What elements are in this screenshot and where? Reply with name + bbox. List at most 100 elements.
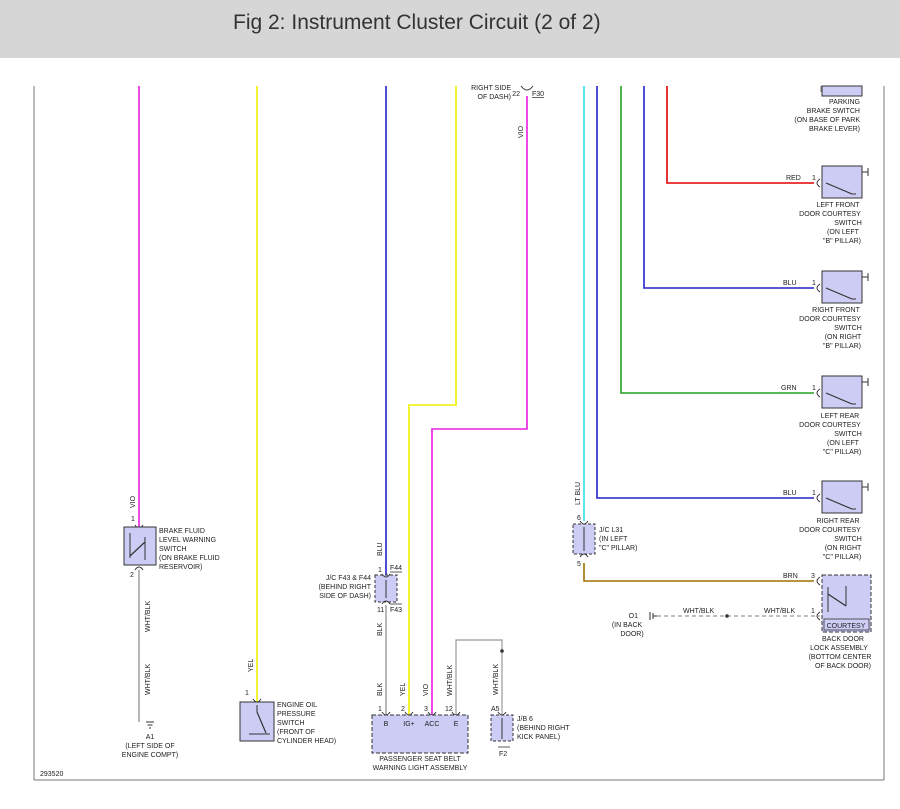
rr-door-label-1: RIGHT REAR [816,518,859,525]
brake-fluid-pin-1: 1 [131,516,135,523]
wire-yel-psb [408,86,457,716]
passenger-seat-belt-warning-light-assembly: BLK YEL VIO WHT/BLK 1 2 3 12 B IG+ ACC E… [371,665,469,772]
jc-f43-pin-11: 11 [377,607,384,614]
psb-terminal-ig: IG+ [403,721,414,728]
brake-fluid-label-4: (ON BRAKE FLUID [159,555,220,562]
jc-l31-label-1: J/C L31 [599,527,623,534]
psb-pin-12: 12 [445,706,453,713]
jb6-label-2: (BEHIND RIGHT [517,725,570,732]
label-wire-ltblu: LT BLU [575,482,582,505]
wire-brn-back-door [583,563,814,582]
label-wire-red: RED [786,175,801,182]
label-wire-vio-psb: VIO [423,683,430,696]
rf-door-label-4: (ON RIGHT [825,334,862,341]
jb6-connector-f2: F2 [499,751,507,758]
label-wire-blk-jc: BLK [377,622,384,636]
lr-door-label-1: LEFT REAR [821,413,859,420]
f30-connector-arc [520,85,534,91]
rr-door-label-3: SWITCH [834,536,862,543]
rf-door-label-5: "B" PILLAR) [823,343,861,350]
lf-door-label-3: SWITCH [834,220,862,227]
ground-a1: A1 (LEFT SIDE OF ENGINE COMPT) [122,721,178,759]
back-door-lock-assembly: BRN 3 1 COURTESY BACK DOOR LOCK ASSEMBLY… [783,573,872,670]
engine-oil-pressure-switch: YEL 1 ENGINE OIL PRESSURE SWITCH (FRONT … [239,659,336,745]
jc-l31-label-3: "C" PILLAR) [599,545,637,552]
label-wire-blk-psb: BLK [377,682,384,696]
label-wire-brn: BRN [783,573,798,580]
f30-pin: 22 [512,91,520,98]
lf-door-label-5: "B" PILLAR) [823,238,861,245]
lf-door-label-2: DOOR COURTESY [799,211,861,218]
ground-o1-label-2: DOOR) [620,631,643,638]
psb-terminal-acc: ACC [425,721,440,728]
lr-door-label-3: SWITCH [834,431,862,438]
oil-pressure-label-2: PRESSURE [277,711,316,718]
jc-f44-connector-id: F44 [390,565,402,572]
jb6-pin-a5: A5 [491,706,500,713]
rf-door-label-2: DOOR COURTESY [799,316,861,323]
brake-fluid-label-1: BRAKE FLUID [159,528,205,535]
rf-door-label-1: RIGHT FRONT [812,307,860,314]
parking-brake-switch: PARKING BRAKE SWITCH (ON BASE OF PARK BR… [794,85,863,133]
f30-location-2: OF DASH) [478,94,511,101]
rf-door-pin: 1 [812,280,816,287]
jb6-label-1: J/B 6 [517,716,533,723]
lr-door-label-2: DOOR COURTESY [799,422,861,429]
jc-l31-pin-5: 5 [577,561,581,568]
oil-pressure-label-3: SWITCH [277,720,305,727]
figure-id: 293520 [40,771,63,778]
psb-terminal-b: B [384,721,389,728]
back-door-pin-3: 3 [811,573,815,580]
psb-label-2: WARNING LIGHT ASSEMBLY [373,765,468,772]
junction-block-6: WHT/BLK A5 F2 J/B 6 (BEHIND RIGHT KICK P… [490,649,570,758]
label-wire-whtblk-psb: WHT/BLK [447,665,454,696]
ground-a1-label-1: (LEFT SIDE OF [125,743,174,750]
wire-blu-right-rear [596,86,814,499]
lf-door-label-4: (ON LEFT [827,229,860,236]
right-rear-door-switch: BLU 1 RIGHT REAR DOOR COURTESY SWITCH (O… [783,480,869,561]
label-wire-whtblk-jb: WHT/BLK [493,664,500,695]
connector-f30: RIGHT SIDE OF DASH) 22 F30 [471,85,544,101]
wire-whtblk-jb [455,639,503,716]
rr-door-pin: 1 [812,490,816,497]
ground-o1-id: O1 [629,613,638,620]
lr-door-label-5: "C" PILLAR) [823,449,861,456]
wire-grn-left-rear [620,86,814,394]
lr-door-label-4: (ON LEFT [827,440,860,447]
jc-f43-pin-1: 1 [378,567,382,574]
back-door-pin-1: 1 [811,608,815,615]
rr-door-label-4: (ON RIGHT [825,545,862,552]
parking-brake-label-1: PARKING [829,99,860,106]
jc-f43-label-1: J/C F43 & F44 [326,575,371,582]
label-wire-yel-oil: YEL [248,659,255,672]
parking-brake-label-4: BRAKE LEVER) [809,126,860,133]
back-door-label-3: (BOTTOM CENTER [809,654,872,661]
jb6-label-3: KICK PANEL) [517,734,560,741]
psb-label-1: PASSENGER SEAT BELT [379,756,461,763]
psb-pin-3: 3 [424,706,428,713]
junction-connector-l31: LT BLU 6 5 J/C L31 (IN LEFT "C" PILLAR) [572,482,637,568]
ground-a1-id: A1 [146,734,155,741]
left-front-door-switch: RED 1 LEFT FRONT DOOR COURTESY SWITCH (O… [786,165,869,245]
figure-header: Fig 2: Instrument Cluster Circuit (2 of … [0,0,900,58]
oil-pressure-label-4: (FRONT OF [277,729,315,736]
brake-fluid-label-2: LEVEL WARNING [159,537,216,544]
f30-location-1: RIGHT SIDE [471,85,511,92]
ground-a1-label-2: ENGINE COMPT) [122,752,178,759]
ground-o1-label-1: (IN BACK [612,622,643,629]
wire-vio-psb [431,96,528,716]
label-wire-whtblk-bfl-1: WHT/BLK [145,601,152,632]
jc-f43-label-3: SIDE OF DASH) [319,593,371,600]
back-door-label-2: LOCK ASSEMBLY [810,645,868,652]
brake-fluid-pin-2: 2 [130,572,134,579]
rr-door-label-2: DOOR COURTESY [799,527,861,534]
f30-connector-id: F30 [532,91,544,98]
brake-fluid-level-switch: VIO 1 2 BRAKE FLUID LEVEL WARNING SWITCH… [123,495,220,579]
jc-f43-label-2: (BEHIND RIGHT [319,584,372,591]
wire-blu-right-front [643,86,814,289]
brake-fluid-label-3: SWITCH [159,546,187,553]
label-wire-whtblk-bfl-2: WHT/BLK [145,664,152,695]
parking-brake-label-3: (ON BASE OF PARK [794,117,860,124]
right-front-door-switch: BLU 1 RIGHT FRONT DOOR COURTESY SWITCH (… [783,270,869,350]
oil-pressure-label-5: CYLINDER HEAD) [277,738,336,745]
